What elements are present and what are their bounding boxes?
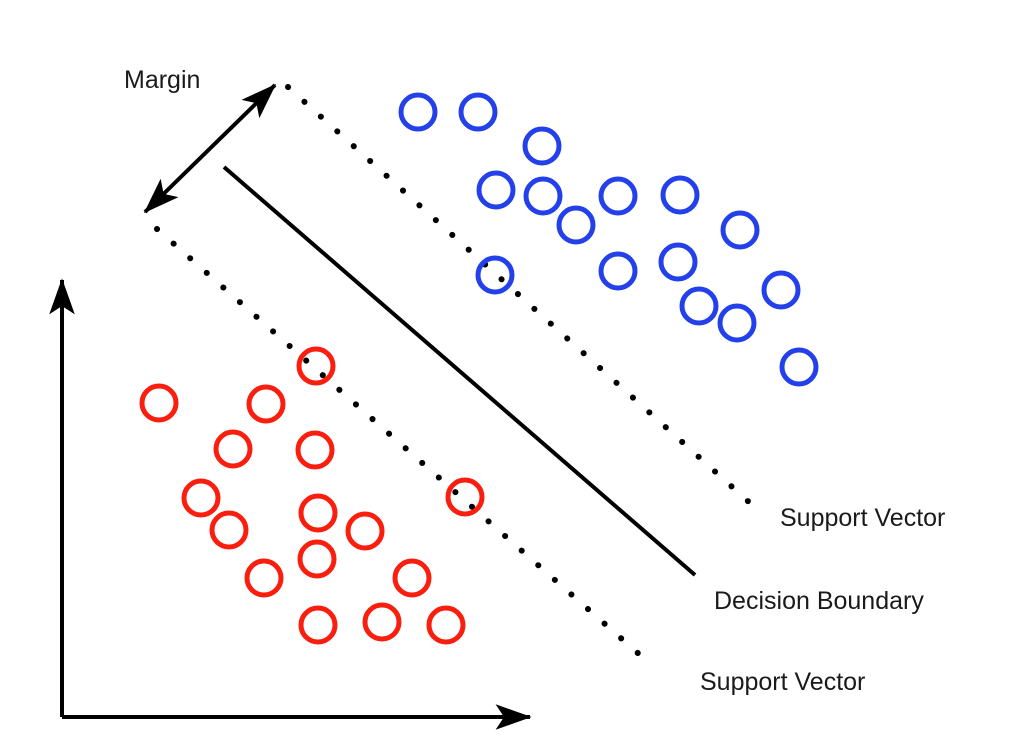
data-point xyxy=(297,539,337,579)
support-vector-point xyxy=(445,477,485,517)
data-point xyxy=(522,126,562,166)
data-point xyxy=(458,92,498,132)
data-point xyxy=(720,210,760,250)
upper-margin-line xyxy=(285,84,753,506)
support-vector-upper-label: Support Vector xyxy=(780,504,945,532)
data-point xyxy=(246,384,286,424)
data-point xyxy=(717,303,757,343)
margin-measure-arrow xyxy=(143,83,277,214)
data-point xyxy=(345,511,385,551)
support-vector-point xyxy=(475,255,515,295)
support-vector-lower-label: Support Vector xyxy=(700,668,865,696)
data-point xyxy=(362,602,402,642)
data-point xyxy=(598,251,638,291)
data-point xyxy=(298,605,338,645)
data-point xyxy=(295,430,335,470)
data-point xyxy=(598,176,638,216)
data-point xyxy=(392,558,432,598)
data-point xyxy=(426,605,466,645)
class-a-points-group xyxy=(398,92,819,387)
support-vector-point xyxy=(296,346,336,386)
axes-group xyxy=(49,278,532,730)
data-point xyxy=(181,478,221,518)
data-point xyxy=(213,429,253,469)
data-point xyxy=(779,347,819,387)
data-point xyxy=(679,286,719,326)
margin-label: Margin xyxy=(124,66,200,94)
data-point xyxy=(761,270,801,310)
data-point xyxy=(660,175,700,215)
data-point xyxy=(398,92,438,132)
class-b-points-group xyxy=(139,346,485,645)
data-point xyxy=(476,170,516,210)
decision-boundary-line xyxy=(222,165,697,577)
data-point xyxy=(244,558,284,598)
data-point xyxy=(556,205,596,245)
margin-lines-group xyxy=(154,84,753,665)
data-point xyxy=(298,493,338,533)
data-point xyxy=(209,510,249,550)
decision-boundary-label: Decision Boundary xyxy=(714,587,924,615)
data-point xyxy=(658,242,698,282)
lower-margin-line xyxy=(154,226,651,665)
data-point xyxy=(523,176,563,216)
data-point xyxy=(139,383,179,423)
